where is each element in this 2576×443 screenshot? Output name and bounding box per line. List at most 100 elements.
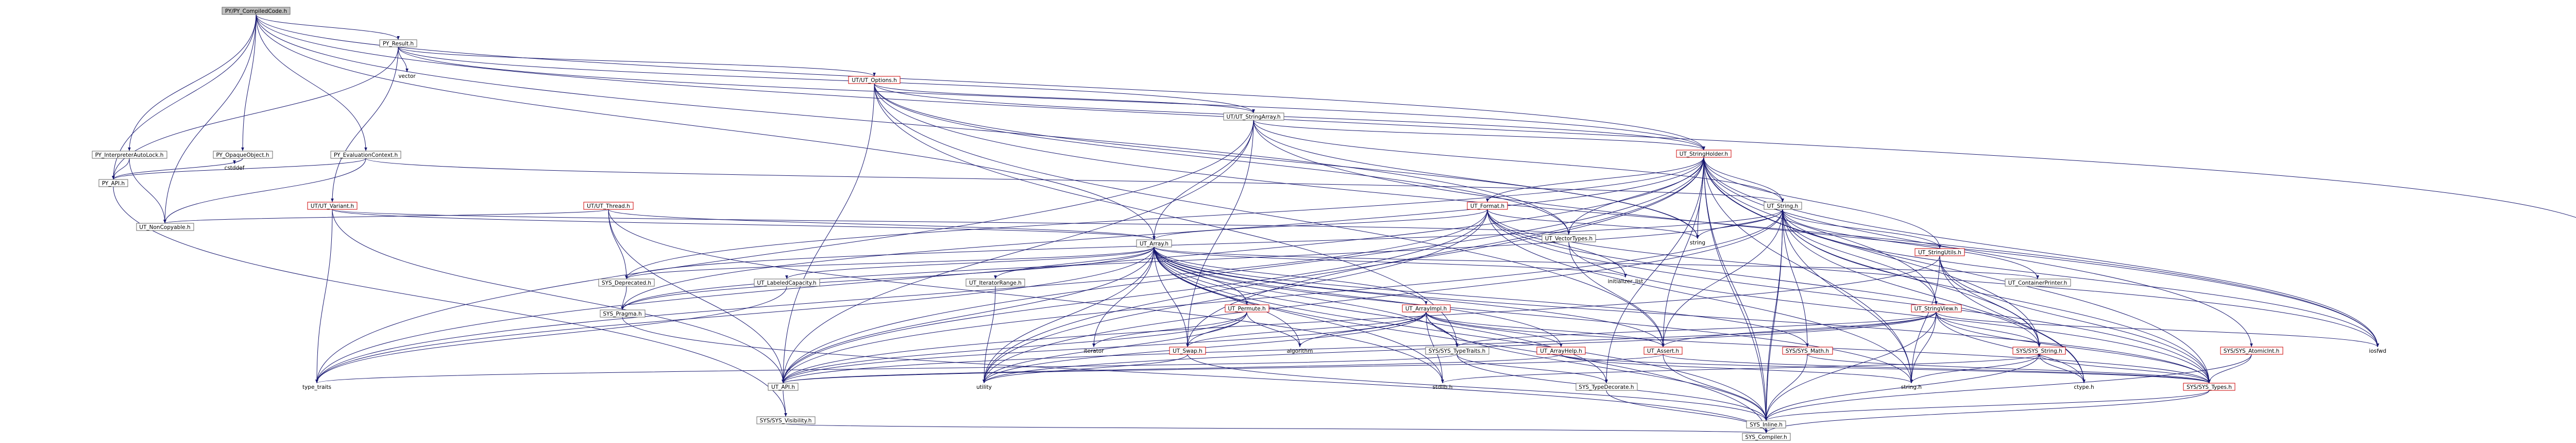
node-utstring[interactable]: UT_String.h (1764, 202, 1802, 210)
node-box (1742, 433, 1791, 441)
edge-deprecated-to-pragma (621, 286, 627, 310)
node-label: UT_LabeledCapacity.h (757, 280, 816, 286)
node-box (1764, 202, 1802, 210)
edge-strholder-to-swap (1186, 157, 1704, 348)
node-sysmath[interactable]: SYS/SYS_Math.h (1782, 347, 1833, 355)
node-label: UT_StringUtils.h (1918, 250, 1961, 256)
edge-variant-to-utarray (332, 209, 1156, 240)
node-assert[interactable]: UT_Assert.h (1643, 347, 1683, 355)
edge-utstring-to-stringview (1782, 209, 1938, 305)
node-label: UT_StringView.h (1914, 306, 1958, 312)
edge-root-to-pyapi (112, 14, 257, 180)
node-strutils[interactable]: UT_StringUtils.h (1914, 248, 1965, 256)
node-atomicint[interactable]: SYS/SYS_AtomicInt.h (2220, 347, 2283, 355)
edge-utstring-to-sysstring (1782, 209, 2041, 348)
node-iterator: iterator (1083, 348, 1104, 354)
node-deprecated[interactable]: SYS_Deprecated.h (598, 278, 655, 287)
node-utstrarray[interactable]: UT/UT_StringArray.h (1223, 112, 1284, 121)
node-utapi[interactable]: UT_API.h (768, 383, 799, 391)
node-pyapi[interactable]: PY_API.h (98, 179, 128, 187)
edge-utarray-to-utility (982, 247, 1155, 384)
node-compiler[interactable]: SYS_Compiler.h (1742, 433, 1791, 441)
edge-utarray-to-compiler (1154, 247, 1768, 434)
edge-root-to-iosfwd (256, 14, 2576, 218)
edge-sysstring-to-systypes (2039, 354, 2211, 384)
edge-utarray-to-arrayimpl (1154, 247, 1428, 305)
edge-utarray-to-systypes (1154, 247, 2211, 384)
node-sysstring[interactable]: SYS/SYS_String.h (2012, 347, 2066, 355)
node-box (1911, 304, 1962, 313)
node-label: cstddef (225, 165, 245, 171)
node-utoptions[interactable]: UT/UT_Options.h (848, 76, 901, 84)
node-label: SYS_Deprecated.h (602, 280, 651, 286)
node-evalctx[interactable]: PY_EvaluationContext.h (330, 151, 401, 159)
edge-strholder-to-inline (1703, 157, 1768, 421)
edge-permute-to-iterator (1092, 311, 1247, 348)
node-root[interactable]: PY/PY_CompiledCode.h (222, 7, 291, 15)
node-label: UT_String.h (1767, 203, 1799, 209)
node-label: PY_EvaluationContext.h (334, 152, 398, 158)
node-arrayimpl[interactable]: UT_ArrayImpl.h (1402, 304, 1451, 313)
node-typedecorate[interactable]: SYS_TypeDecorate.h (1575, 383, 1638, 391)
edge-utarray-to-swap (1154, 247, 1189, 348)
node-label: PY_Result.h (383, 41, 414, 47)
node-stringview[interactable]: UT_StringView.h (1911, 304, 1962, 313)
edge-strholder-to-deprecated (625, 157, 1704, 280)
edge-strholder-to-pragma (621, 157, 1704, 310)
node-label: utility (976, 384, 992, 390)
edge-utoptions-to-assert (874, 83, 1665, 348)
node-inline[interactable]: SYS_Inline.h (1746, 420, 1786, 429)
edge-utoptions-to-typetraits (874, 83, 1459, 348)
edge-utarray-to-initlist (1154, 247, 1627, 278)
node-box (1225, 304, 1269, 313)
node-box (1136, 239, 1172, 248)
node-strholder[interactable]: UT_StringHolder.h (1676, 150, 1732, 158)
edge-typetraits-to-type-traits (315, 354, 1458, 384)
node-opaque[interactable]: PY_OpaqueObject.h (213, 151, 273, 159)
node-format[interactable]: UT_Format.h (1467, 202, 1508, 210)
edge-strutils-to-utapi (782, 255, 1940, 384)
node-variant[interactable]: UT/UT_Variant.h (307, 202, 358, 210)
edge-utarray-to-type-traits (315, 247, 1155, 384)
edge-utstring-to-pragma (621, 209, 1783, 310)
edge-utstring-to-sysmath (1782, 209, 1809, 348)
node-systypes[interactable]: SYS/SYS_Types.h (2183, 383, 2235, 391)
node-label: SYS/SYS_String.h (2016, 348, 2062, 354)
node-swap[interactable]: UT_Swap.h (1169, 347, 1206, 355)
node-permute[interactable]: UT_Permute.h (1225, 304, 1269, 313)
edge-utoptions-to-stringstd (874, 83, 1699, 239)
node-vectortypes[interactable]: UT_VectorTypes.h (1541, 234, 1596, 242)
node-pragma[interactable]: SYS_Pragma.h (600, 309, 646, 318)
edge-stringview-to-iosfwd2 (1936, 311, 2379, 348)
edge-stringview-to-assert (1662, 311, 1937, 348)
edge-utapi-to-visibility (783, 390, 787, 417)
node-interplock[interactable]: PY_InterpreterAutoLock.h (92, 151, 167, 159)
node-label: UT_ArrayImpl.h (1405, 306, 1447, 312)
node-labeledcap[interactable]: UT_LabeledCapacity.h (754, 278, 820, 287)
node-result[interactable]: PY_Result.h (379, 39, 417, 47)
node-label: UT_StringHolder.h (1680, 151, 1728, 157)
node-stdlib: stdlib.h (1433, 384, 1453, 390)
node-thread[interactable]: UT/UT_Thread.h (583, 202, 634, 210)
edge-pragma-to-compiler (622, 317, 1768, 434)
edge-thread-to-stdlib (608, 209, 1444, 384)
node-label: initializer_list (1608, 278, 1643, 285)
node-iterrange[interactable]: UT_IteratorRange.h (965, 278, 1025, 287)
node-iosfwd2: iosfwd (2369, 348, 2386, 354)
node-label: iosfwd (2369, 348, 2386, 354)
edge-root-to-result (256, 14, 400, 40)
edge-result-to-utstrarray (398, 46, 1255, 113)
node-noncopy[interactable]: UT_NonCopyable.h (136, 223, 194, 231)
edge-vectortypes-to-assert (1568, 241, 1665, 348)
node-label: UT_Array.h (1140, 241, 1168, 247)
node-stringh: string.h (1901, 384, 1922, 390)
node-typetraits[interactable]: SYS/SYS_TypeTraits.h (1425, 347, 1489, 355)
node-utarray[interactable]: UT_Array.h (1136, 239, 1172, 248)
edge-thread-to-noncopy (163, 209, 609, 224)
edge-variant-to-vectortypes (332, 209, 1570, 235)
node-containerwriter[interactable]: UT_ContainerPrinter.h (2005, 278, 2071, 287)
node-visibility[interactable]: SYS/SYS_Visibility.h (756, 416, 816, 424)
node-arrayhelp[interactable]: UT_ArrayHelp.h (1536, 347, 1586, 355)
edge-strholder-to-sysstring (1703, 157, 2041, 348)
edge-sysstring-to-inline (1765, 354, 2040, 421)
